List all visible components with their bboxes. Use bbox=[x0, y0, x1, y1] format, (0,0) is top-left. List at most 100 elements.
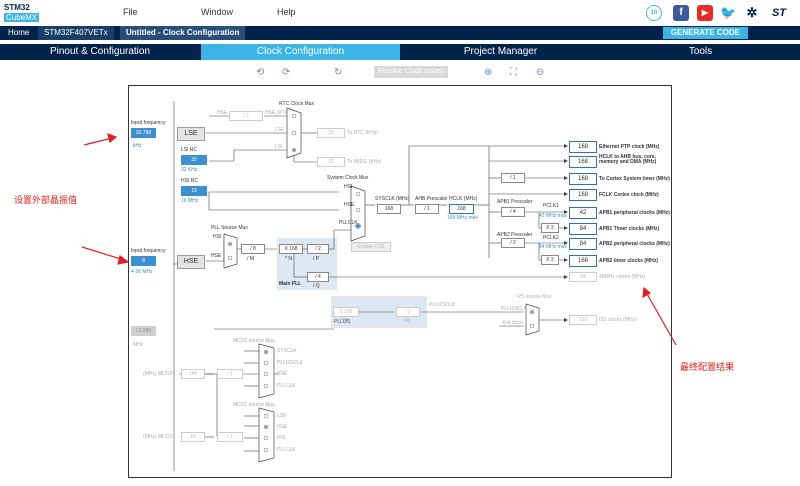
pclk2-max: 84 MHz max bbox=[539, 244, 568, 250]
rtc-output-label: To RTC (KHz) bbox=[347, 130, 379, 136]
lse-frequency-input[interactable]: 32.768 bbox=[131, 128, 156, 138]
anniversary-icon[interactable]: 10 bbox=[646, 5, 662, 21]
system-clock-mux-label: System Clock Mux bbox=[327, 175, 369, 181]
undo-icon[interactable]: ⟲ bbox=[256, 67, 265, 78]
iwdg-output-value: 32 bbox=[317, 157, 345, 167]
output-apb2-timer: 168 bbox=[569, 255, 597, 267]
output-48mhz-label: 48MHz clocks (MHz) bbox=[599, 274, 646, 280]
output-apb1-peripheral-label: APB1 peripheral clocks (MHz) bbox=[599, 210, 670, 216]
tab-bar: Pinout & Configuration Clock Configurati… bbox=[0, 44, 800, 60]
mco1-value: 16 bbox=[181, 432, 205, 442]
mco2-opt-hse: HSE bbox=[277, 371, 288, 377]
hse-rtc-signal: HSE_RTC bbox=[265, 110, 289, 116]
breadcrumb-home[interactable]: Home bbox=[8, 28, 30, 37]
tab-clock-configuration[interactable]: Clock Configuration bbox=[201, 44, 400, 60]
ahb-prescaler[interactable]: / 1 bbox=[415, 204, 439, 214]
main-pll-label: Main PLL bbox=[279, 281, 302, 287]
redo-icon[interactable]: ⟳ bbox=[282, 67, 291, 78]
apb1-prescaler[interactable]: / 4 bbox=[501, 207, 525, 217]
enable-css-button[interactable]: Enable CSS bbox=[351, 242, 391, 252]
output-apb1-peripheral: 42 bbox=[569, 207, 597, 219]
i2s-plli2sclk-label: PLLI2SCLK bbox=[501, 306, 528, 312]
plln-label: * N bbox=[285, 256, 292, 262]
logo-line2: CubeMX bbox=[4, 13, 40, 22]
refresh-icon[interactable]: ↻ bbox=[334, 67, 343, 78]
network-icon[interactable]: ✲ bbox=[744, 5, 760, 21]
plln-multiplier[interactable]: X 168 bbox=[279, 244, 303, 254]
pll-hsi-label: HSI bbox=[213, 234, 222, 240]
sys-hse-label: HSE bbox=[344, 202, 355, 208]
youtube-icon[interactable]: ▶ bbox=[697, 5, 713, 21]
lse-unit: kHz bbox=[133, 143, 142, 149]
menu-help[interactable]: Help bbox=[277, 7, 296, 17]
pclk2-label: PCLK2 bbox=[543, 235, 559, 241]
plli2sclk-label: PLLI2SCLK bbox=[429, 302, 456, 308]
plli2s-n-multiplier[interactable]: X 192 bbox=[333, 307, 359, 317]
hclk-label: HCLK (MHz) bbox=[449, 196, 478, 202]
rtc-mux-label: RTC Clock Mux bbox=[279, 101, 314, 107]
pllp-label: / P bbox=[313, 256, 320, 262]
logo-line1: STM32 bbox=[4, 3, 30, 12]
facebook-icon[interactable]: f bbox=[673, 5, 689, 21]
hse-button[interactable]: HSE bbox=[177, 255, 205, 269]
pllp-divider[interactable]: / 2 bbox=[307, 244, 329, 254]
mco1-label: (MHz) MCO1 bbox=[143, 434, 173, 440]
breadcrumb-chip[interactable]: STM32F407VETx bbox=[38, 26, 114, 40]
pllq-divider[interactable]: / 4 bbox=[307, 272, 329, 282]
cortex-timer-divider[interactable]: / 1 bbox=[501, 173, 525, 183]
fit-screen-icon[interactable]: ⛶ bbox=[510, 67, 517, 78]
zoom-out-icon[interactable]: ⊖ bbox=[536, 67, 545, 78]
hsi-value: 16 bbox=[181, 186, 207, 196]
output-ethernet-ptp: 168 bbox=[569, 141, 597, 153]
output-cortex-timer-label: To Cortex System timer (MHz) bbox=[599, 176, 670, 182]
output-hclk-label: HCLK to AHB bus, core, memory and DMA (M… bbox=[599, 154, 657, 165]
menu-window[interactable]: Window bbox=[201, 7, 234, 17]
clock-tree-diagram: Input frequency 32.768 kHz LSE LSI RC 32… bbox=[128, 85, 672, 478]
hse-rtc-divider[interactable]: / 2 bbox=[229, 111, 263, 121]
i2s-source-mux-label: I2S source Mux bbox=[517, 294, 552, 300]
apb1-timer-multiplier: X 2 bbox=[541, 223, 559, 233]
plli2s-r-divider[interactable]: / 2 bbox=[396, 307, 420, 317]
hsi-label: HSI RC bbox=[181, 178, 198, 184]
plli2s-r-label: / R bbox=[403, 318, 410, 324]
apb2-timer-multiplier: X 2 bbox=[541, 255, 559, 265]
hsi-unit: 16 MHz bbox=[181, 198, 199, 204]
pllm-label: / M bbox=[247, 256, 254, 262]
mco1-divider[interactable]: / 1 bbox=[217, 432, 243, 442]
output-apb2-peripheral-label: APB2 peripheral clocks (MHz) bbox=[599, 241, 670, 247]
apb1-prescaler-label: APB1 Prescaler bbox=[497, 199, 533, 205]
pll-source-mux-label: PLL Source Mux bbox=[211, 225, 248, 231]
tab-tools[interactable]: Tools bbox=[688, 46, 713, 57]
mco2-divider[interactable]: / 1 bbox=[217, 369, 243, 379]
menu-file[interactable]: File bbox=[123, 7, 138, 17]
lse-button[interactable]: LSE bbox=[177, 127, 205, 141]
lsi-unit: 32 KHz bbox=[181, 167, 198, 173]
app-logo: STM32 CubeMX bbox=[4, 3, 44, 23]
breadcrumb-page[interactable]: Untitled - Clock Configuration bbox=[120, 26, 246, 40]
mco1-opt-pllclk: PLLCLK bbox=[277, 447, 296, 453]
zoom-in-icon[interactable]: ⊕ bbox=[484, 67, 493, 78]
output-apb1-timer-label: APB1 Timer clocks (MHz) bbox=[599, 226, 660, 232]
hclk-max: 168 MHz max bbox=[447, 215, 478, 221]
resolve-clock-issues-button[interactable]: Resolve Clock Issues bbox=[374, 66, 448, 78]
output-cortex-timer: 168 bbox=[569, 173, 597, 185]
apb2-prescaler[interactable]: / 2 bbox=[501, 238, 525, 248]
i2s-ext-input[interactable]: 12.288 bbox=[131, 326, 156, 336]
rtc-output-value: 32 bbox=[317, 128, 345, 138]
output-apb1-timer: 84 bbox=[569, 223, 597, 235]
st-logo-icon[interactable]: ST bbox=[768, 5, 790, 21]
twitter-icon[interactable]: 🐦 bbox=[720, 5, 737, 21]
sys-hsi-label: HSI bbox=[344, 184, 353, 190]
hse-frequency-input[interactable]: 8 bbox=[131, 256, 156, 266]
tab-pinout[interactable]: Pinout & Configuration bbox=[49, 46, 151, 57]
mco2-opt-plli2sclk: PLLI2SCLK bbox=[277, 360, 304, 366]
annotation-right: 最终配置结果 bbox=[680, 362, 735, 372]
iwdg-output-label: To IWDG (KHz) bbox=[347, 159, 382, 165]
generate-code-button[interactable]: GENERATE CODE bbox=[662, 27, 748, 39]
output-48mhz: 84 bbox=[569, 272, 597, 282]
hclk-value[interactable]: 168 bbox=[449, 204, 474, 214]
pllm-divider[interactable]: / 8 bbox=[241, 244, 265, 254]
mco2-opt-sysclk: SYSCLK bbox=[277, 348, 297, 354]
tab-project-manager[interactable]: Project Manager bbox=[463, 46, 538, 57]
hse-signal: HSE bbox=[217, 110, 228, 116]
